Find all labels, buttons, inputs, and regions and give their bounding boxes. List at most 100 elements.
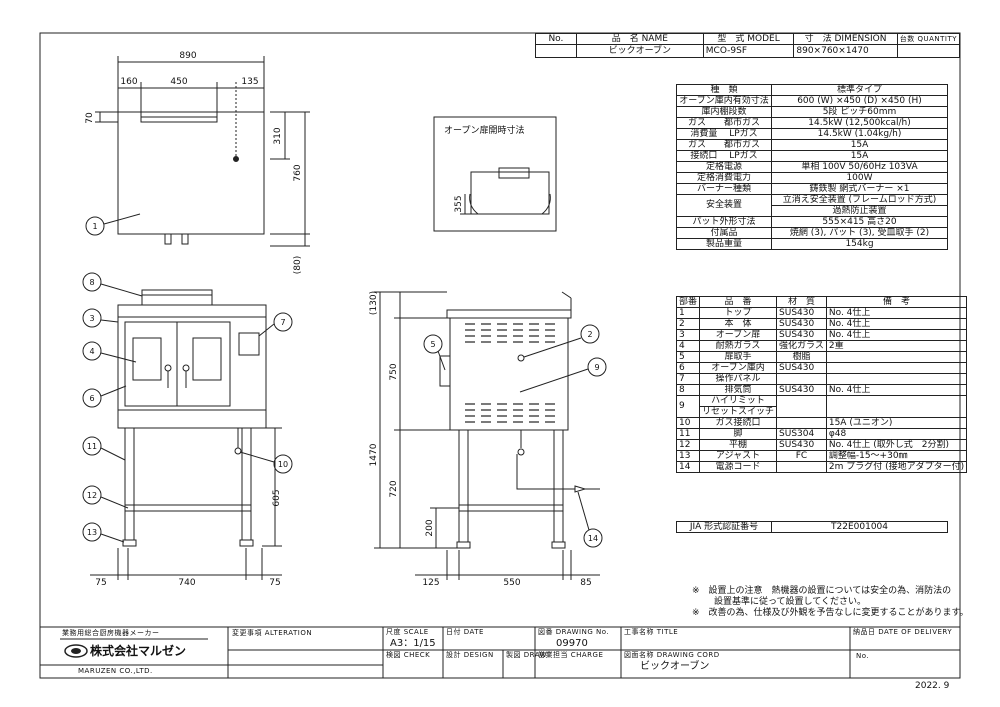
alteration-label: 変更事項 ALTERATION	[232, 629, 313, 637]
front-view	[82, 272, 293, 580]
jia-value: T22E001004	[771, 521, 948, 533]
dim-85: 85	[580, 578, 591, 588]
dim-160: 160	[120, 77, 137, 87]
delivery-label: 納品日 DATE OF DELIVERY	[853, 628, 953, 636]
part-name: 操作パネル	[699, 373, 778, 385]
spec-value: 14.5kW (1.04kg/h)	[771, 128, 948, 140]
callout-6: 6	[89, 394, 94, 403]
product-model: MCO-9SF	[702, 44, 795, 58]
callout-1: 1	[92, 222, 97, 231]
spec-label: 庫内棚段数	[676, 106, 772, 118]
scale-label: 尺度 SCALE	[386, 628, 429, 636]
part-name: リセットスイッチ	[699, 406, 778, 418]
part-note: 2m プラグ付 (接地アダプター付)	[825, 461, 968, 473]
spec-label: 定格消費電力	[676, 172, 772, 184]
spec-label: バーナー種類	[676, 183, 772, 195]
spec-value: 14.5kW (12,500kcal/h)	[771, 117, 948, 129]
drawing-no-label: 図番 DRAWING No.	[538, 628, 610, 636]
part-name: ハイリミット	[699, 395, 778, 407]
part-material	[776, 461, 827, 473]
part-material	[776, 395, 827, 418]
header-name: 品 名 NAME	[575, 33, 704, 45]
part-no: 13	[675, 450, 701, 462]
drawing-name: ビックオーブン	[640, 661, 710, 672]
spec-label: 安全装置	[676, 194, 772, 217]
part-note: No. 4仕上	[825, 384, 968, 396]
no-label: No.	[856, 652, 870, 660]
spec-value: 鋳鉄製 網式バーナー ×1	[771, 183, 948, 195]
part-material	[776, 417, 827, 429]
part-material: SUS430	[776, 329, 827, 341]
part-note: No. 4仕上	[825, 307, 968, 319]
callout-3: 3	[89, 314, 94, 323]
dim-740: 740	[178, 578, 195, 588]
spec-label: 定格電源	[676, 161, 772, 173]
part-no: 14	[675, 461, 701, 473]
part-name: 扉取手	[699, 351, 778, 363]
part-note: 調整幅-15～+30㎜	[825, 450, 968, 462]
parts-header: 品 番	[699, 296, 778, 308]
dim-135: 135	[241, 77, 258, 87]
part-no: 3	[675, 329, 701, 341]
dim-130: (130)	[369, 291, 379, 315]
door-detail-title: オープン扉開時寸法	[444, 124, 524, 136]
callout-14: 14	[588, 534, 598, 543]
part-no: 4	[675, 340, 701, 352]
header-table: No. 品 名 NAME 型 式 MODEL 寸 法 DIMENSION 台数 …	[535, 33, 961, 58]
product-quantity	[896, 44, 961, 58]
part-material: 樹脂	[776, 351, 827, 363]
spec-value: 100W	[771, 172, 948, 184]
title-label: 工事名称 TITLE	[624, 628, 679, 636]
dim-80: (80)	[293, 256, 303, 274]
title-block-grid	[40, 627, 960, 678]
part-name: オーブン庫内	[699, 362, 778, 374]
company-name-en: MARUZEN CO.,LTD.	[78, 667, 153, 675]
part-name: 平棚	[699, 439, 778, 451]
drawing-no-value: 09970	[556, 638, 588, 649]
top-view	[85, 56, 310, 247]
check-label: 検図 CHECK	[386, 651, 431, 659]
dim-450: 450	[170, 77, 187, 87]
parts-header: 材 質	[776, 296, 827, 308]
door-open-detail	[433, 116, 557, 232]
part-note	[825, 362, 968, 374]
product-name: ビックオーブン	[575, 44, 704, 58]
spec-value: 15A	[771, 150, 948, 162]
product-dimension: 890×760×1470	[793, 44, 898, 58]
issue-date: 2022. 9	[915, 681, 950, 691]
dim-605: 605	[272, 489, 282, 506]
callout-10: 10	[278, 460, 288, 469]
parts-header: 備 考	[825, 296, 968, 308]
part-material: FC	[776, 450, 827, 462]
part-material: SUS430	[776, 318, 827, 330]
part-name: 本 体	[699, 318, 778, 330]
part-name: 耐熱ガラス	[699, 340, 778, 352]
dim-760: 760	[293, 164, 303, 181]
dim-720: 720	[389, 480, 399, 497]
callout-2: 2	[587, 330, 592, 339]
spec-label: 付属品	[676, 227, 772, 239]
note-1-cont: 設置基準に従って設置してください。	[714, 597, 867, 607]
spec-value: 15A	[771, 139, 948, 151]
part-note: No. 4仕上	[825, 329, 968, 341]
dim-750: 750	[389, 363, 399, 380]
part-material	[776, 373, 827, 385]
part-name: アジャスト	[699, 450, 778, 462]
part-note	[825, 373, 968, 385]
spec-label: 種 類	[676, 84, 772, 96]
callout-7: 7	[280, 318, 285, 327]
callout-9: 9	[594, 363, 599, 372]
part-no: 5	[675, 351, 701, 363]
side-view	[374, 291, 607, 580]
callout-5: 5	[430, 340, 435, 349]
drawing-cord-label: 図面名称 DRAWING CORD	[624, 651, 720, 659]
jia-label: JIA 形式認証番号	[676, 521, 772, 533]
part-no: 1	[675, 307, 701, 319]
header-no: No.	[535, 33, 577, 45]
part-material: SUS430	[776, 439, 827, 451]
spec-label: オーブン庫内有効寸法	[676, 95, 772, 107]
header-quantity: 台数 QUANTITY	[896, 33, 961, 45]
part-note	[825, 351, 968, 363]
